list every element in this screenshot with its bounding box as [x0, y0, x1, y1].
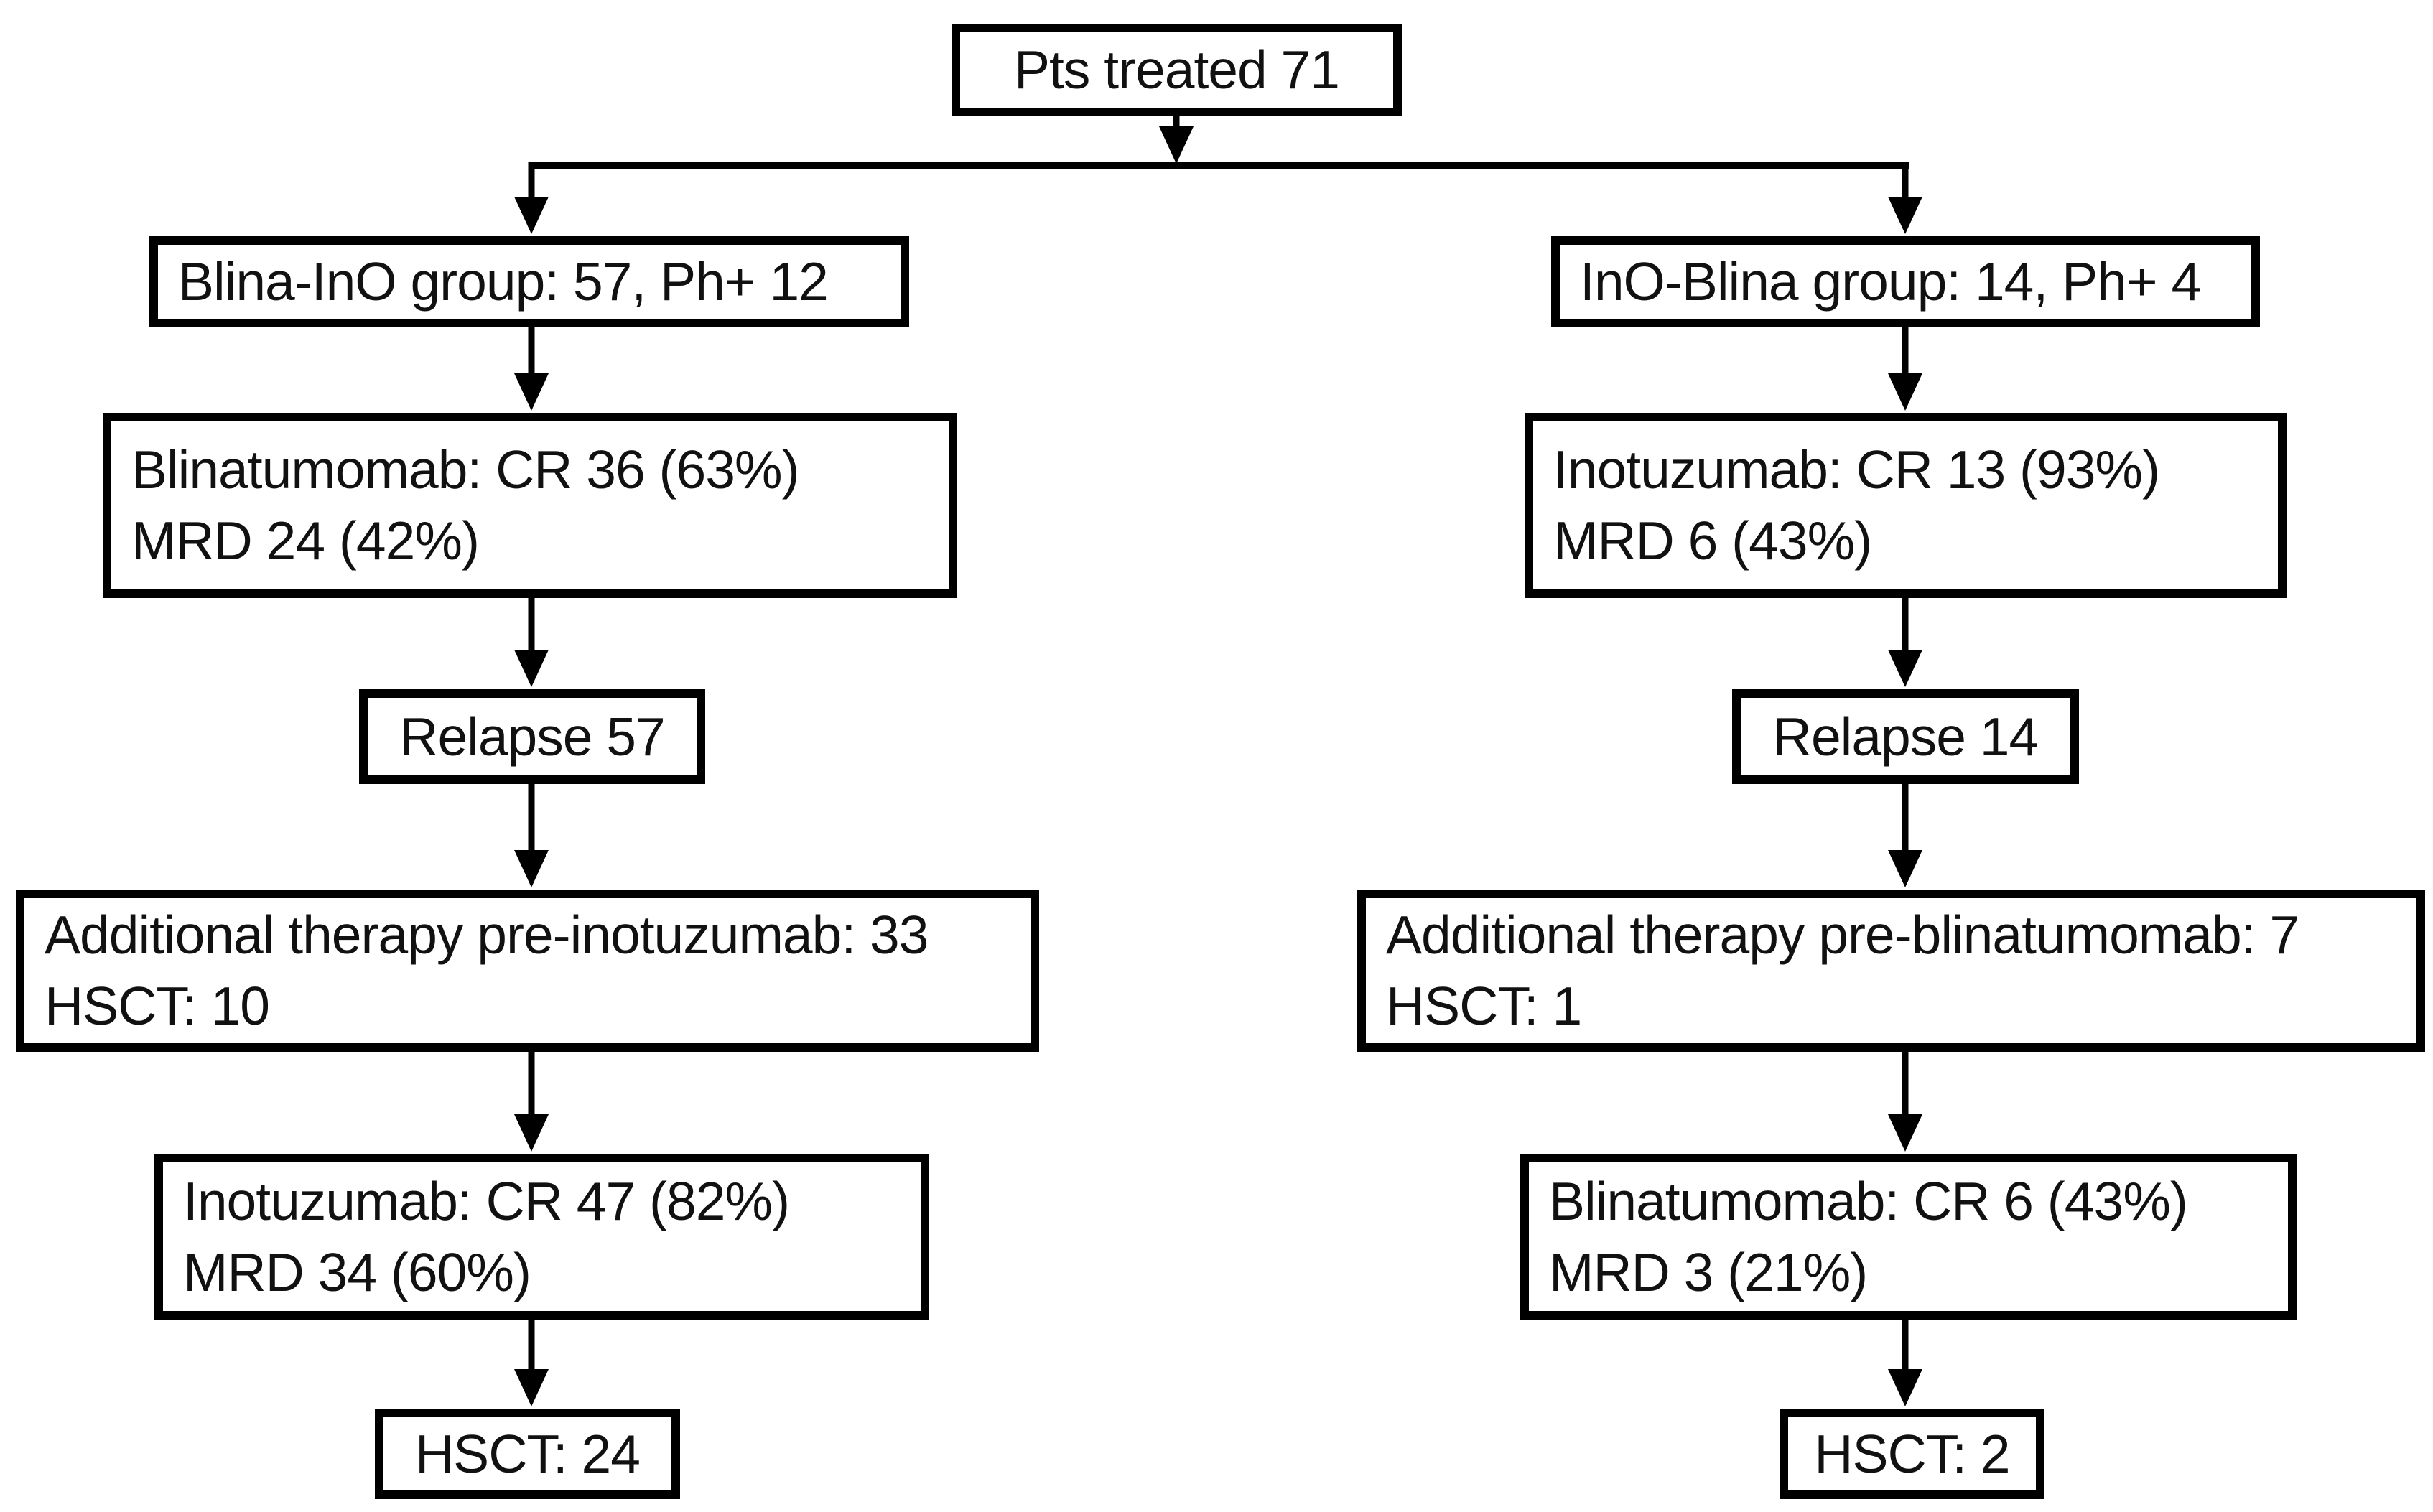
- connector-split-to-right-group: [1888, 162, 1922, 234]
- box-pts-treated: Pts treated 71: [952, 24, 1402, 116]
- box-text-line: Blina-InO group: 57, Ph+ 12: [178, 251, 829, 312]
- connector-right-additional-to-second-agent: [1888, 1052, 1922, 1152]
- box-text-line: Inotuzumab: CR 13 (93%): [1553, 439, 2160, 500]
- box-text-line: Relapse 14: [1772, 706, 2039, 767]
- box-text-line: Blinatumomab: CR 36 (63%): [131, 439, 800, 500]
- box-text-line: MRD 34 (60%): [183, 1241, 531, 1302]
- connector-left-second-agent-to-hsct: [514, 1320, 549, 1406]
- box-left-relapse: Relapse 57: [359, 689, 705, 784]
- connector-right-relapse-to-additional: [1888, 784, 1922, 887]
- connector-right-second-agent-to-hsct: [1888, 1320, 1922, 1406]
- connector-right-first-agent-to-relapse: [1888, 598, 1922, 687]
- connector-left-additional-to-second-agent: [514, 1052, 549, 1152]
- box-text-line: Blinatumomab: CR 6 (43%): [1549, 1170, 2188, 1231]
- box-right-first-agent: Inotuzumab: CR 13 (93%) MRD 6 (43%): [1525, 413, 2287, 598]
- box-text-line: Additional therapy pre-blinatumomab: 7: [1386, 905, 2299, 965]
- box-left-second-agent: Inotuzumab: CR 47 (82%) MRD 34 (60%): [154, 1154, 929, 1320]
- box-right-second-agent: Blinatumomab: CR 6 (43%) MRD 3 (21%): [1520, 1154, 2297, 1320]
- box-text-line: MRD 24 (42%): [131, 510, 480, 571]
- box-text-line: HSCT: 10: [45, 976, 270, 1036]
- box-text-line: MRD 6 (43%): [1553, 510, 1872, 571]
- connector-split-to-left-group: [514, 162, 549, 234]
- box-text-line: HSCT: 24: [415, 1423, 641, 1484]
- connector-left-relapse-to-additional: [514, 784, 549, 887]
- box-left-group: Blina-InO group: 57, Ph+ 12: [149, 236, 909, 327]
- connector-right-group-to-first-agent: [1888, 327, 1922, 411]
- box-right-additional-therapy: Additional therapy pre-blinatumomab: 7 H…: [1357, 890, 2425, 1052]
- connector-root-to-split: [1159, 116, 1194, 164]
- box-right-relapse: Relapse 14: [1732, 689, 2079, 784]
- box-text-line: HSCT: 2: [1814, 1423, 2010, 1484]
- box-right-group: InO-Blina group: 14, Ph+ 4: [1551, 236, 2260, 327]
- box-text-line: HSCT: 1: [1386, 976, 1582, 1036]
- box-left-first-agent: Blinatumomab: CR 36 (63%) MRD 24 (42%): [103, 413, 957, 598]
- box-text-line: Relapse 57: [399, 706, 665, 767]
- box-text-line: InO-Blina group: 14, Ph+ 4: [1580, 251, 2201, 312]
- box-right-hsct: HSCT: 2: [1780, 1409, 2044, 1499]
- box-text-line: Additional therapy pre-inotuzumab: 33: [45, 905, 929, 965]
- box-text-line: MRD 3 (21%): [1549, 1241, 1868, 1302]
- connector-left-first-agent-to-relapse: [514, 598, 549, 687]
- box-left-hsct: HSCT: 24: [375, 1409, 680, 1499]
- box-left-additional-therapy: Additional therapy pre-inotuzumab: 33 HS…: [16, 890, 1039, 1052]
- connector-left-group-to-first-agent: [514, 327, 549, 411]
- box-text-line: Inotuzumab: CR 47 (82%): [183, 1170, 790, 1231]
- box-text-line: Pts treated 71: [1014, 39, 1340, 100]
